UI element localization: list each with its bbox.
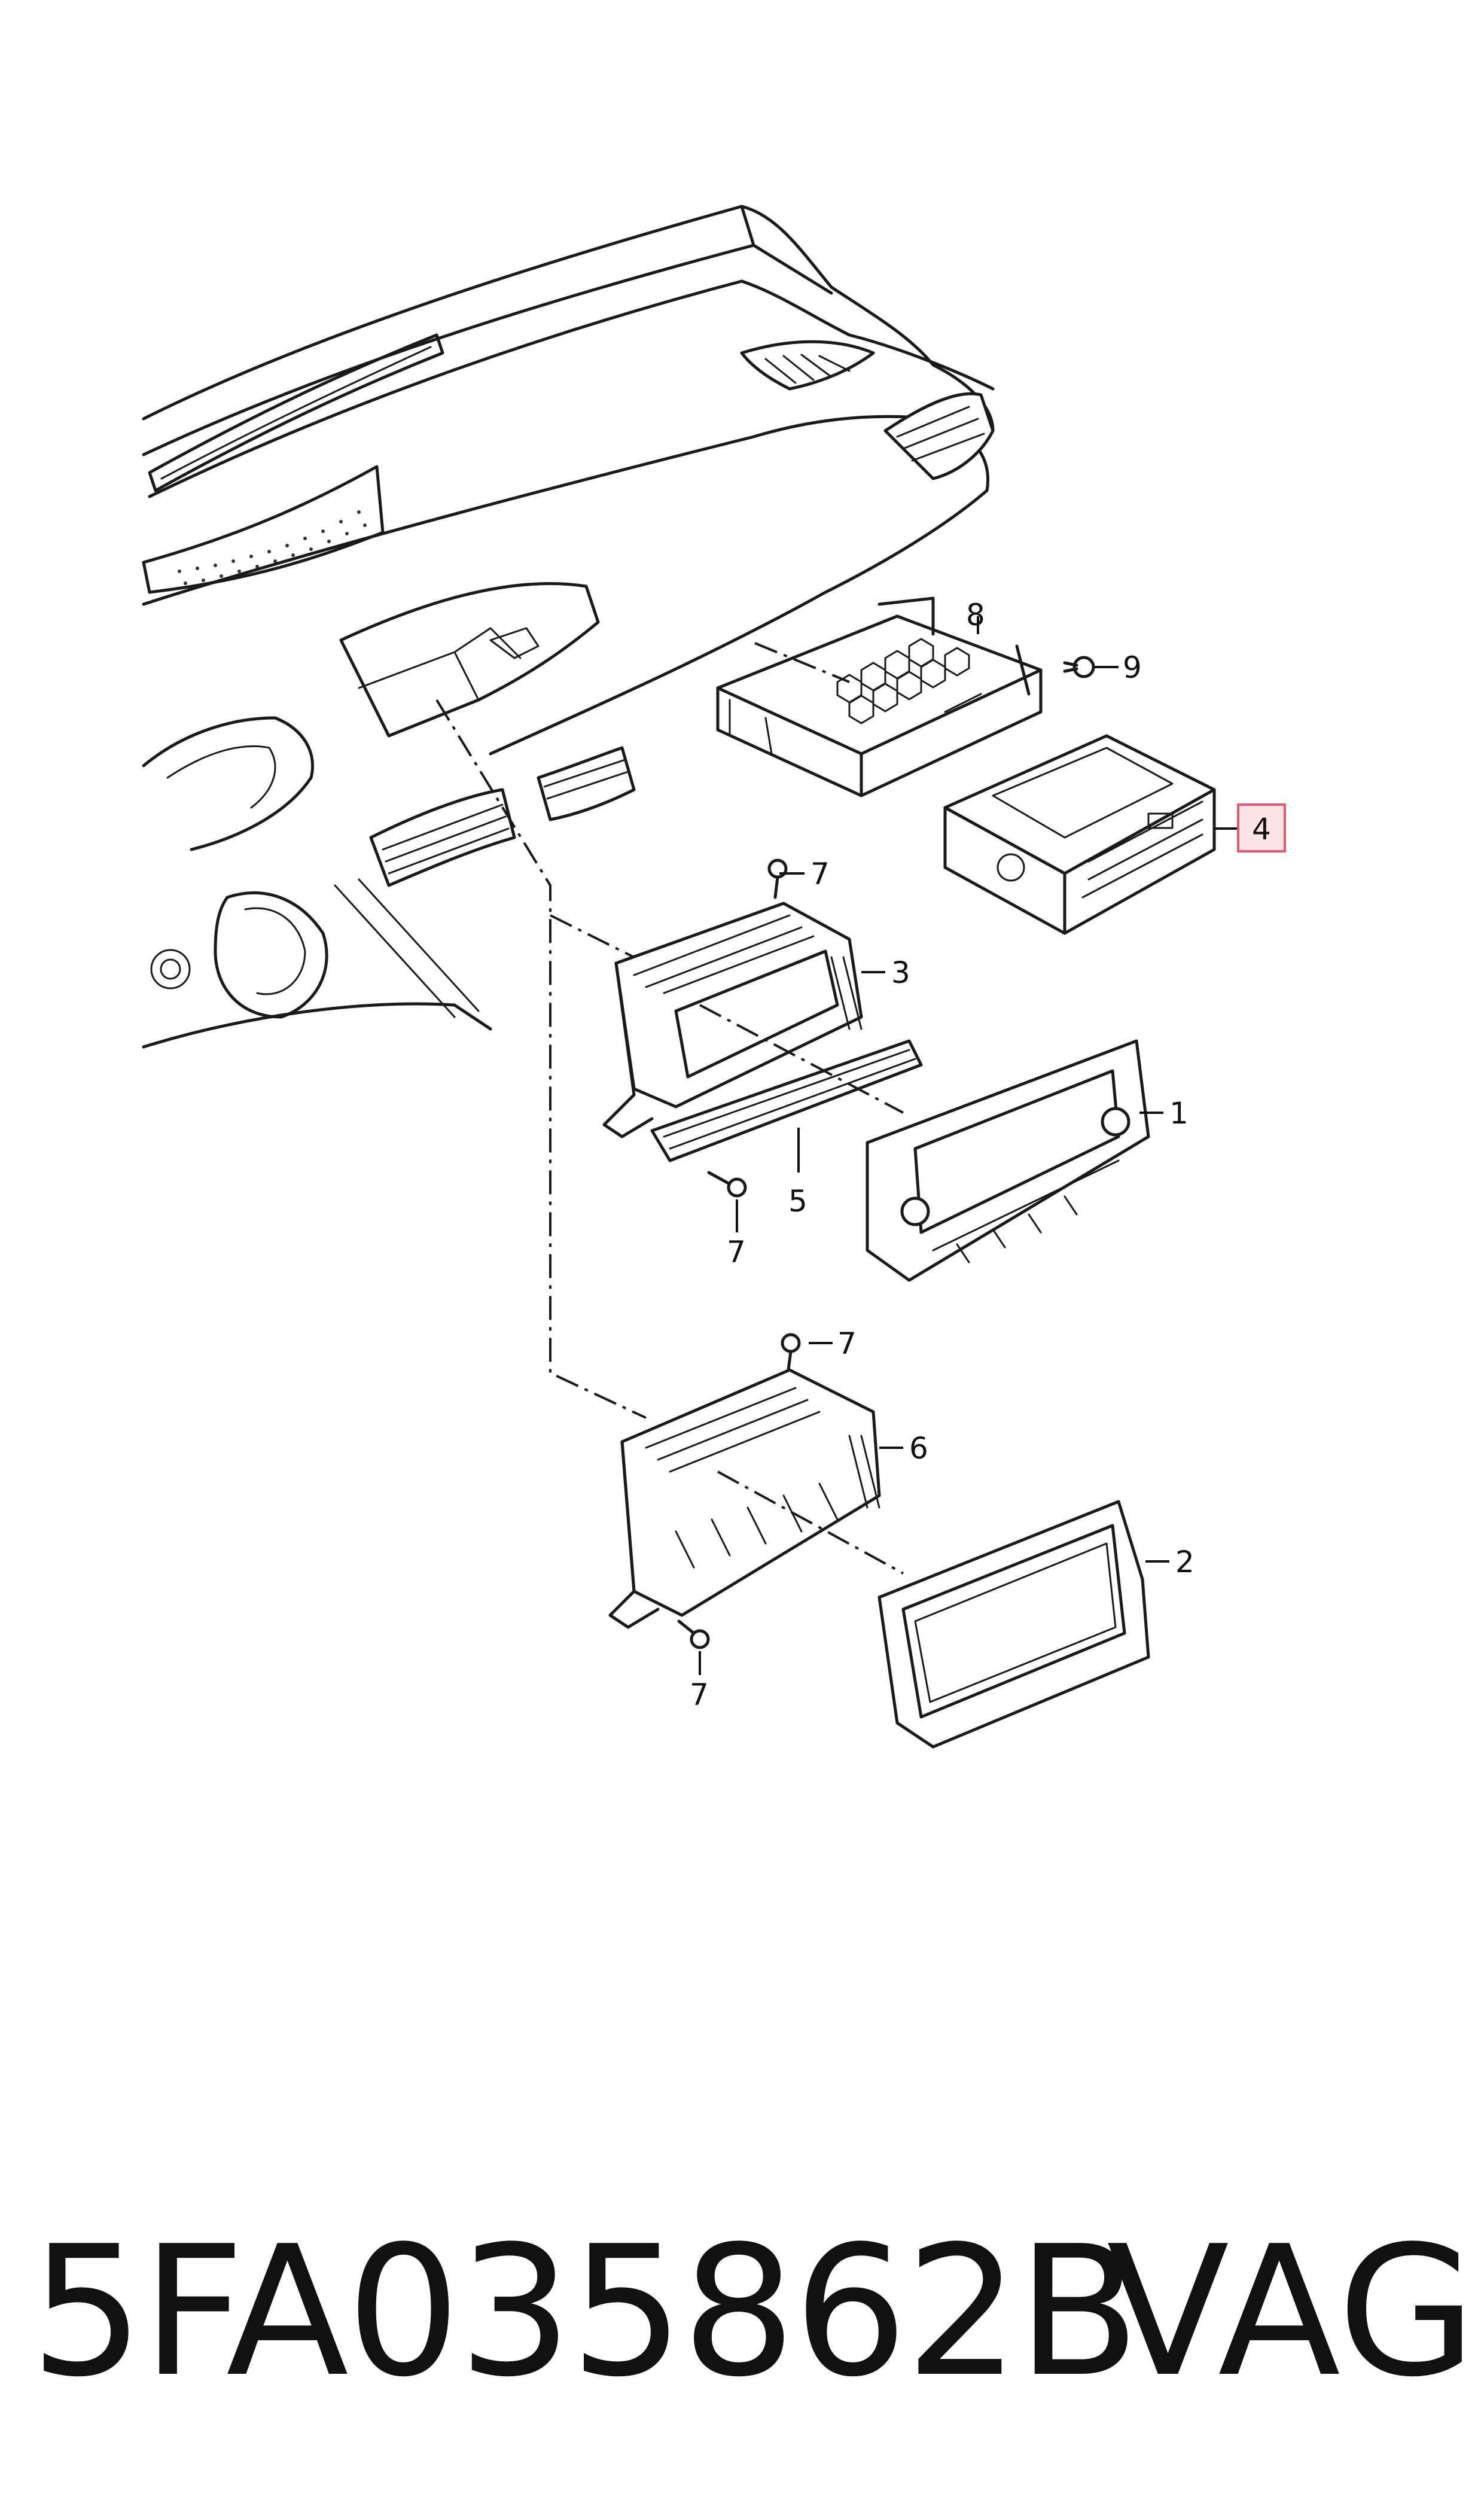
screw-7b xyxy=(707,1171,747,1198)
callout-5: 5 xyxy=(788,1184,807,1219)
callout-7-bottom: 7 xyxy=(690,1677,709,1712)
honeycomb-mesh xyxy=(836,638,970,724)
callout-7-lower-top: 7 xyxy=(837,1326,857,1361)
callout-6: 6 xyxy=(909,1431,928,1466)
dashboard-illustration xyxy=(142,205,995,1049)
callout-4-highlight xyxy=(1237,803,1286,852)
part-6-bracket xyxy=(608,1368,881,1629)
assembly-lines xyxy=(435,642,904,1575)
part-3-frame xyxy=(602,902,863,1138)
callout-4: 4 xyxy=(1252,812,1271,847)
callout-2: 2 xyxy=(1175,1545,1194,1579)
part-number-label: 5FA035862B xyxy=(30,2208,1140,2416)
brand-label: VAG xyxy=(1107,2208,1477,2416)
speaker-grille-dots xyxy=(178,510,367,585)
part-2-screen-bezel xyxy=(877,1500,1150,1749)
part-9-screw xyxy=(1063,656,1095,678)
callout-1: 1 xyxy=(1169,1096,1189,1131)
callout-3: 3 xyxy=(891,955,910,990)
callout-9: 9 xyxy=(1123,650,1142,685)
callout-7-middle: 7 xyxy=(727,1235,746,1269)
screw-7c xyxy=(781,1333,801,1372)
part-4-radio-unit xyxy=(943,734,1216,935)
screw-7a xyxy=(767,858,788,899)
leader-lines xyxy=(699,616,1238,1675)
screw-7d xyxy=(677,1619,710,1649)
part-1-display-head-unit xyxy=(866,1039,1150,1282)
callout-7-top: 7 xyxy=(810,857,830,891)
callout-8: 8 xyxy=(966,598,985,632)
part-8-bracket xyxy=(716,596,1043,797)
